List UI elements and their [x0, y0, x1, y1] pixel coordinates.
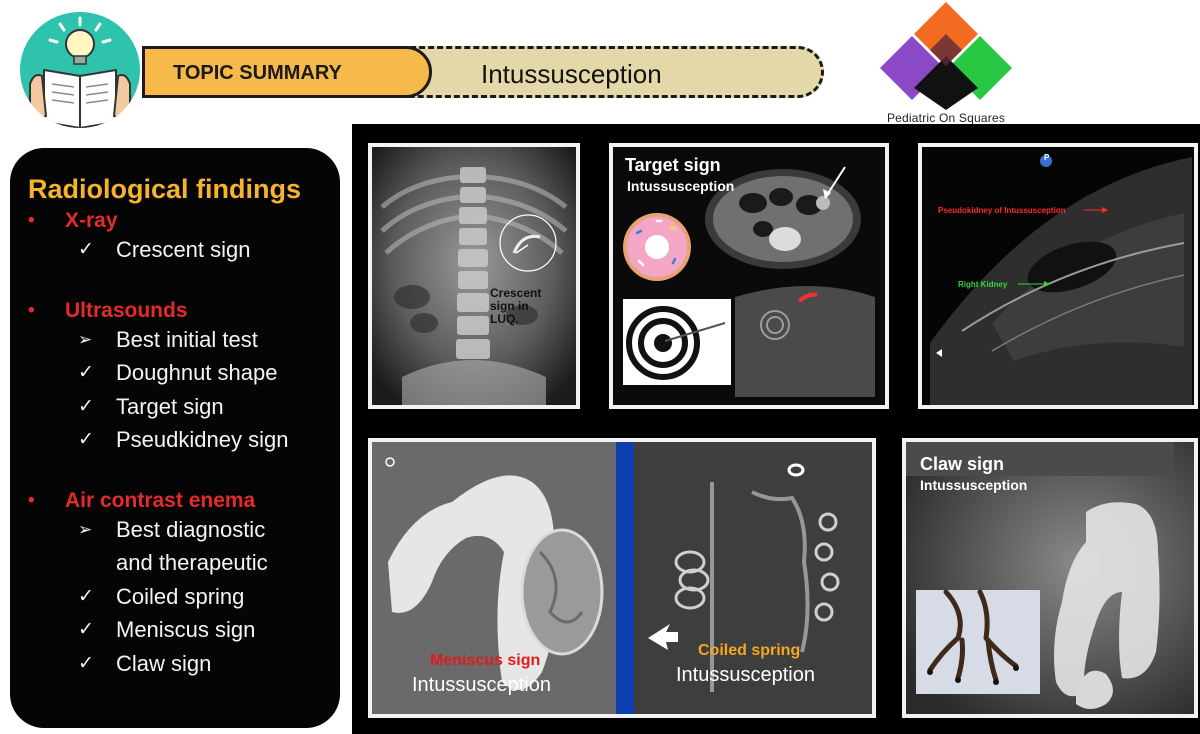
section-xray: • X-ray: [28, 209, 340, 233]
meniscus-label: Meniscus sign: [430, 652, 541, 669]
item-text: Crescent sign: [116, 237, 251, 262]
xray-caption-line: Crescent: [490, 286, 542, 300]
item-text: Meniscus sign: [116, 617, 256, 642]
kidney-arrow-icon: [1018, 281, 1050, 287]
item-text: Best initial test: [116, 326, 258, 352]
list-item: ✓ Target sign: [78, 390, 340, 424]
list-item: ✓ Coiled spring: [78, 580, 340, 614]
check-icon: ✓: [78, 362, 94, 383]
list-item: ➢ Best diagnostic and therapeutic: [78, 513, 340, 580]
list-item: ✓ Doughnut shape: [78, 356, 340, 390]
claw-subtitle: Intussusception: [920, 477, 1028, 493]
kidney-label: Right Kidney: [958, 280, 1008, 289]
findings-heading: Radiological findings: [28, 174, 302, 204]
squares-logo: [876, 2, 1016, 128]
logo-text: Pediatric On Squares: [886, 111, 1006, 125]
check-icon: ✓: [78, 619, 94, 640]
target-subtitle: Intussusception: [627, 178, 735, 194]
item-text: Target sign: [116, 393, 224, 419]
coiled-spring-label: Coiled spring: [698, 642, 801, 659]
list-item: ✓ Pseudkidney sign: [78, 423, 340, 457]
findings-panel: Radiological findings • X-ray ✓ Crescent…: [10, 148, 340, 728]
item-text: Claw sign: [116, 650, 212, 676]
meniscus-subtitle: Intussusception: [412, 674, 551, 696]
page-title: Intussusception: [481, 59, 662, 89]
reading-person-icon: [20, 12, 140, 128]
section-title: X-ray: [65, 209, 118, 232]
bullet-icon: •: [28, 210, 35, 231]
item-text: Best diagnostic: [116, 516, 266, 542]
topic-banner: TOPIC SUMMARY: [142, 46, 432, 98]
check-icon: ✓: [78, 585, 94, 607]
target-sign-image: Target sign Intussusception: [609, 143, 889, 409]
title-banner: Intussusception: [400, 46, 824, 98]
target-title: Target sign: [625, 155, 721, 175]
item-text: Coiled spring: [116, 583, 245, 609]
bullet-icon: •: [28, 299, 35, 321]
list-item: ➢ Best initial test: [78, 323, 340, 357]
check-icon: ✓: [78, 429, 94, 450]
xray-crescent-image: Crescent sign in LUQ.: [368, 143, 580, 409]
pseudokidney-arrow-icon: [1084, 207, 1108, 213]
arrow-icon: ➢: [78, 329, 93, 349]
images-panel: Crescent sign in LUQ.: [352, 124, 1200, 734]
check-icon: ✓: [78, 395, 94, 417]
pseudokidney-ultrasound-image: P Pseudokidney of Intussusception Right …: [918, 143, 1198, 409]
arrow-icon: ➢: [78, 519, 93, 539]
list-item: ✓ Claw sign: [78, 647, 340, 681]
enema-images: Meniscus sign Intussusception Coiled spr…: [368, 438, 876, 718]
section-ultrasounds: • Ultrasounds: [28, 299, 340, 323]
item-text: Pseudkidney sign: [116, 427, 289, 452]
check-icon: ✓: [78, 239, 94, 260]
check-icon: ✓: [78, 652, 94, 674]
xray-caption-line: LUQ.: [490, 312, 519, 326]
list-item: ✓ Crescent sign: [78, 233, 340, 267]
pseudokidney-label: Pseudokidney of Intussusception: [938, 206, 1066, 215]
section-title: Air contrast enema: [65, 488, 256, 512]
item-text: Doughnut shape: [116, 360, 278, 385]
claw-sign-image: Claw sign Intussusception: [902, 438, 1198, 718]
item-text-continued: and therapeutic: [116, 550, 268, 575]
claw-title: Claw sign: [920, 454, 1005, 474]
ultrasound-marker: P: [1044, 153, 1050, 162]
bullet-icon: •: [28, 489, 35, 511]
topic-label: TOPIC SUMMARY: [173, 62, 342, 84]
section-air-contrast-enema: • Air contrast enema: [28, 489, 340, 513]
coiled-spring-subtitle: Intussusception: [676, 664, 815, 686]
xray-caption-line: sign in: [490, 299, 529, 313]
list-item: ✓ Meniscus sign: [78, 613, 340, 647]
section-title: Ultrasounds: [65, 298, 188, 322]
